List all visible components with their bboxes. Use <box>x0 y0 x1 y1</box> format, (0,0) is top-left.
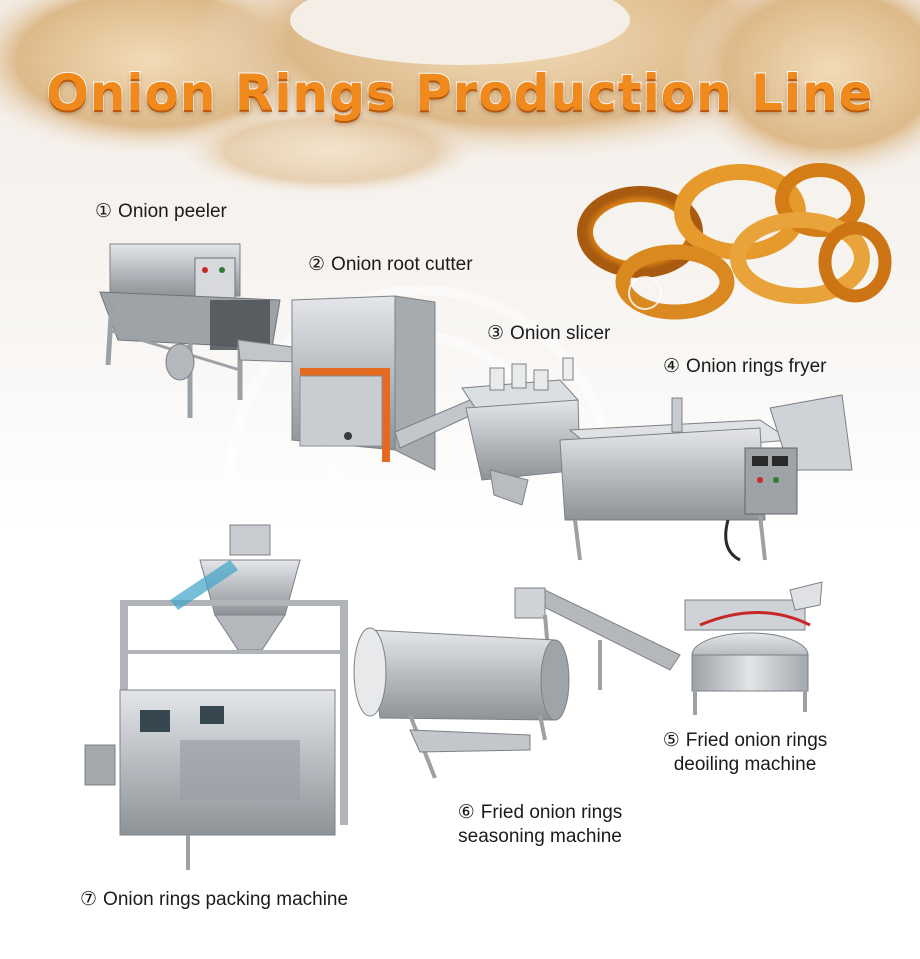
machine-name: Onion rings packing machine <box>103 889 349 910</box>
page-title: Onion Rings Production Line <box>45 63 874 123</box>
onion-rings-fryer-machine <box>559 394 853 562</box>
step-number: ⑥ <box>457 802 475 823</box>
machine-name-line1: Fried onion rings <box>480 802 623 823</box>
machine-name: Onion rings fryer <box>686 356 827 377</box>
step-number: ⑤ <box>662 730 680 751</box>
machine-name: Onion root cutter <box>331 254 473 275</box>
machine-name: Onion slicer <box>510 323 611 344</box>
machine-name: Onion peeler <box>118 201 227 222</box>
background-onion-ring-photo <box>0 0 920 195</box>
onion-root-cutter-machine <box>291 295 479 471</box>
step-number: ② <box>308 254 326 275</box>
step-number: ④ <box>663 356 681 377</box>
step-number: ① <box>95 201 113 222</box>
machine-name-line1: Fried onion rings <box>685 730 828 751</box>
onion-slicer-machine <box>461 357 581 506</box>
machine-name-line2: seasoning machine <box>458 826 622 847</box>
deoiling-machine <box>514 581 823 715</box>
onion-peeler-machine <box>99 243 301 418</box>
step-number: ⑦ <box>80 889 98 910</box>
packing-machine <box>84 524 348 870</box>
fried-onion-rings-image <box>577 163 892 320</box>
step-number: ③ <box>487 323 505 344</box>
seasoning-machine <box>353 627 570 779</box>
machine-name-line2: deoiling machine <box>673 754 817 775</box>
